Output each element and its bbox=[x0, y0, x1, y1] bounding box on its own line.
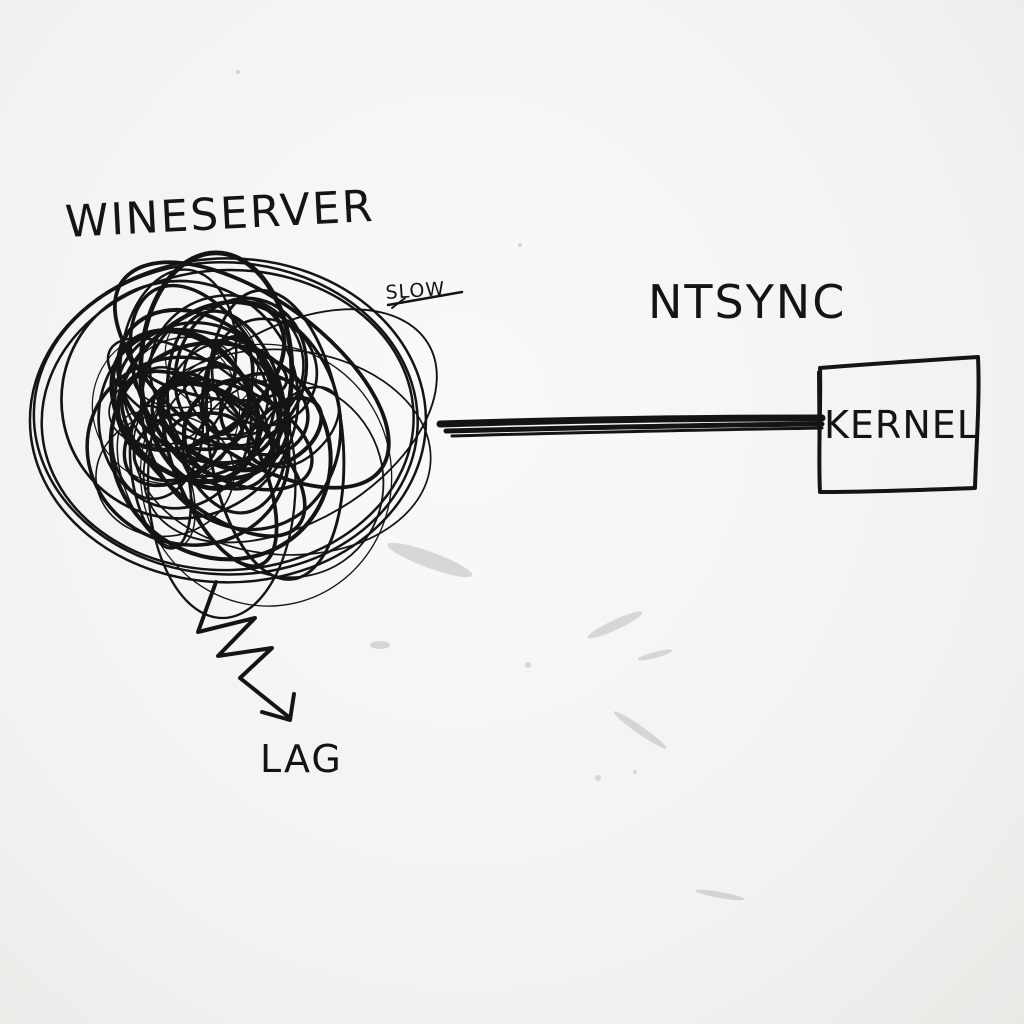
kernel-label: KERNEL bbox=[824, 403, 979, 447]
lag-label: LAG bbox=[260, 737, 343, 781]
lag-arrow bbox=[196, 580, 296, 722]
ntsync-connection-line bbox=[436, 414, 826, 438]
wineserver-tangle bbox=[28, 250, 438, 620]
ntsync-label: NTSYNC bbox=[648, 275, 846, 329]
board-smudges bbox=[236, 70, 745, 901]
slow-pointer bbox=[391, 297, 406, 309]
kernel-box bbox=[817, 355, 981, 494]
wineserver-label: WINESERVER bbox=[64, 181, 376, 248]
